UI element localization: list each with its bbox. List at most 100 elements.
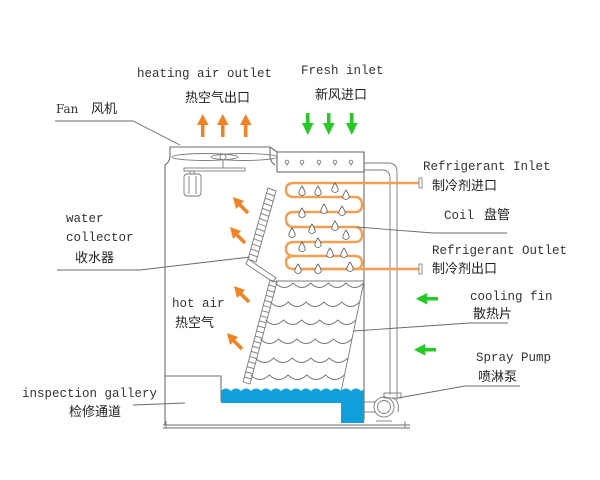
water-drop-icon — [331, 182, 339, 193]
cooling-fin-sheet — [254, 357, 349, 363]
collector-slat — [256, 228, 265, 232]
hot-air-label-en: hot air — [172, 297, 225, 311]
arrow-down-icon — [346, 113, 358, 135]
water-drop-icon — [294, 263, 302, 274]
collector-slat — [264, 197, 274, 202]
fan-icon — [171, 153, 278, 197]
collector-slat — [267, 187, 277, 192]
fan-label-cn: 风机 — [91, 102, 117, 117]
refrigerant-outlet-label-cn: 制冷剂出口 — [432, 262, 497, 277]
spray-pump-label-en: Spray Pump — [476, 351, 551, 365]
water-collector-leader-line — [57, 256, 251, 271]
collector-slat — [254, 233, 264, 238]
collector-slat — [259, 320, 267, 324]
refrigerant-outlet-label-en: Refrigerant Outlet — [432, 244, 567, 258]
arrow-diagonal-icon — [230, 227, 247, 245]
collector-slat — [261, 310, 270, 314]
hot-air-label-cn: 热空气 — [175, 315, 214, 331]
collector-slat — [257, 223, 267, 227]
cooling-fin-sheet — [270, 301, 360, 307]
collector-slat — [256, 330, 264, 334]
collector-slat — [265, 294, 274, 298]
water-drop-icon — [308, 223, 316, 234]
cooling-fin-sheet — [260, 338, 353, 344]
spray-pump-label-cn: 喷淋泵 — [478, 370, 517, 385]
cooling-fins — [250, 280, 365, 393]
collector-slat — [266, 192, 275, 197]
water-drop-icon — [298, 207, 306, 218]
hot-air-internal-arrows — [227, 197, 251, 351]
water-drop-icon — [314, 263, 322, 274]
cooling-fin-leader-line — [353, 322, 508, 332]
inspection-gallery-label-cn: 检修通道 — [69, 405, 121, 420]
arrow-down-icon — [302, 113, 314, 135]
water-basin — [221, 388, 364, 423]
coil — [284, 177, 423, 275]
cooling-fin-label-cn: 散热片 — [473, 307, 512, 322]
cooling-fin-sheet — [265, 319, 357, 325]
water-collector-label-en-2: collector — [66, 231, 134, 245]
water-drop-icon — [314, 237, 322, 248]
fresh-inlet-label-en: Fresh inlet — [301, 64, 384, 78]
fan-label-en: Fan — [56, 102, 79, 116]
nozzle-icon — [316, 159, 322, 166]
collector-slat — [244, 376, 252, 380]
water-collector-label-en-1: water — [66, 212, 104, 226]
collector-slat — [260, 315, 268, 319]
cooling-fin-label-en: cooling fin — [470, 290, 553, 304]
water-drop-icon — [331, 220, 339, 231]
water-drop-icon — [326, 247, 334, 258]
cooling-fin-sheet — [250, 374, 345, 380]
fresh-inlet-label-cn: 新风进口 — [315, 87, 367, 103]
spray-nozzles — [284, 159, 354, 166]
arrow-diagonal-icon — [233, 197, 250, 215]
tower-body — [163, 146, 410, 429]
collector-slat — [268, 284, 276, 288]
water-drop-icon — [338, 205, 346, 216]
water-drop-icon — [288, 227, 296, 238]
inspection-gallery-label-en: inspection gallery — [22, 387, 158, 401]
collector-slat — [253, 238, 262, 243]
cooling-fin-sheet — [275, 282, 364, 288]
collector-slat — [263, 202, 272, 207]
arrow-up-icon — [240, 114, 252, 137]
refrigerant-outlet-flange — [418, 263, 423, 275]
water-collector-label-cn: 收水器 — [75, 251, 114, 266]
fresh-inlet-arrows — [302, 113, 358, 135]
collector-slat — [257, 325, 265, 329]
water-drop-icon — [314, 185, 322, 196]
arrow-diagonal-icon — [234, 286, 251, 304]
water-drop-icon — [298, 241, 306, 252]
coil-label-en: Coil — [444, 209, 474, 223]
collector-slat — [267, 289, 275, 293]
water-drops — [288, 182, 354, 274]
collector-slat — [252, 345, 260, 349]
collector-slat — [259, 218, 268, 222]
refrigerant-inlet-label-cn: 制冷剂进口 — [432, 179, 497, 194]
collector-slat — [253, 340, 261, 344]
side-fresh-air-arrows — [414, 293, 438, 356]
nozzle-icon — [348, 159, 354, 166]
water-drop-icon — [346, 261, 354, 272]
water-collector — [242, 187, 278, 385]
collector-slat — [263, 305, 271, 308]
fan-leader-line — [55, 120, 181, 146]
arrow-up-icon — [217, 114, 229, 137]
collector-slat — [262, 207, 271, 212]
arrow-left-icon — [414, 344, 436, 356]
collector-slat — [260, 212, 270, 217]
nozzle-icon — [299, 159, 305, 166]
arrow-up-icon — [197, 114, 209, 137]
spray-pump-leader-line — [397, 385, 520, 399]
collector-slat — [245, 371, 253, 375]
coil-label-cn: 盘管 — [484, 207, 510, 223]
refrigerant-inlet-label-en: Refrigerant Inlet — [423, 160, 551, 174]
spray-pump-icon — [364, 396, 399, 422]
arrow-diagonal-icon — [227, 333, 244, 351]
refrigerant-inlet-flange — [418, 177, 423, 189]
coil-leader-line — [356, 226, 507, 234]
heating-air-outlet-label-en: heating air outlet — [137, 67, 272, 81]
water-drop-icon — [342, 229, 350, 240]
nozzle-icon — [284, 159, 290, 166]
